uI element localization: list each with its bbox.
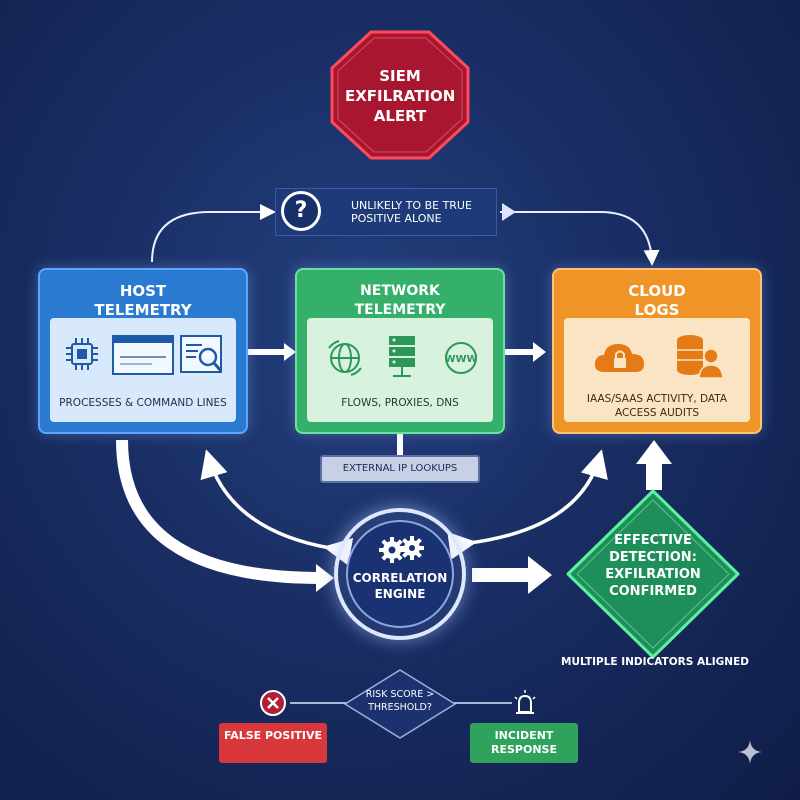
siem-alert-title: SIEM EXFILRATION ALERT (345, 67, 456, 125)
question-box: ? UNLIKELY TO BE TRUE POSITIVE ALONE (275, 188, 497, 236)
risk-decision: RISK SCORE > THRESHOLD? (343, 668, 457, 740)
arrow-engine-to-cloud (447, 449, 608, 560)
siem-alert: SIEM EXFILRATION ALERT (330, 30, 470, 160)
detection-caption: MULTIPLE INDICATORS ALIGNED (561, 656, 749, 668)
risk-decision-text: RISK SCORE > THRESHOLD? (365, 689, 435, 713)
false-positive-box: FALSE POSITIVE (219, 723, 327, 763)
correlation-engine: CORRELATION ENGINE (334, 508, 466, 640)
alarm-icon (512, 690, 538, 722)
network-title: NETWORK TELEMETRY (354, 283, 446, 318)
cloud-subtitle: IAAS/SAAS ACTIVITY, DATA ACCESS AUDITS (586, 393, 728, 419)
network-panel: WWW FLOWS, PROXIES, DNS (307, 318, 493, 422)
arrow-host-to-engine (116, 439, 321, 584)
host-title: HOST TELEMETRY (94, 282, 192, 319)
incident-response-box: INCIDENT RESPONSE (470, 723, 578, 763)
host-subtitle: PROCESSES & COMMAND LINES (59, 397, 227, 409)
cpu-chip-icon (66, 338, 98, 374)
question-text: UNLIKELY TO BE TRUE POSITIVE ALONE (351, 199, 472, 225)
cloud-title: CLOUD LOGS (628, 282, 686, 319)
cloud-panel: IAAS/SAAS ACTIVITY, DATA ACCESS AUDITS (564, 318, 750, 422)
arrow-engine-to-host (200, 449, 354, 566)
www-icon: WWW (441, 338, 481, 382)
arc-host-to-question (151, 204, 276, 263)
effective-detection: EFFECTIVE DETECTION: EXFILRATION CONFIRM… (565, 488, 741, 660)
reject-icon (260, 690, 286, 716)
globe-icon (325, 338, 365, 382)
question-icon: ? (281, 191, 321, 231)
terminal-window-icon (112, 335, 174, 379)
host-panel: PROCESSES & COMMAND LINES (50, 318, 236, 422)
host-telemetry-card: HOST TELEMETRY PROCESSES & COMMAND LINES (38, 268, 248, 434)
cloud-logs-card: CLOUD LOGS IAAS/SAAS ACTIVITY, DATA ACCE… (552, 268, 762, 434)
arc-question-to-cloud (500, 211, 660, 266)
question-pointer (502, 203, 516, 221)
engine-title: CORRELATION ENGINE (352, 571, 448, 601)
network-subtitle: FLOWS, PROXIES, DNS (341, 397, 459, 409)
external-ip-lookups: EXTERNAL IP LOOKUPS (320, 455, 480, 483)
svg-text:WWW: WWW (444, 354, 477, 365)
sparkle-icon (738, 740, 762, 768)
server-icon (387, 334, 417, 384)
arrow-detection-to-cloud (636, 440, 672, 464)
network-telemetry-card: NETWORK TELEMETRY WWW FLOWS, PROXIES, DN… (295, 268, 505, 434)
arrow-engine-to-detection (528, 556, 552, 594)
cloud-lock-icon (592, 338, 648, 382)
database-user-icon (674, 334, 724, 384)
gears-icon (378, 534, 426, 568)
log-search-icon (180, 335, 224, 379)
detection-title: EFFECTIVE DETECTION: EXFILRATION CONFIRM… (605, 533, 701, 599)
